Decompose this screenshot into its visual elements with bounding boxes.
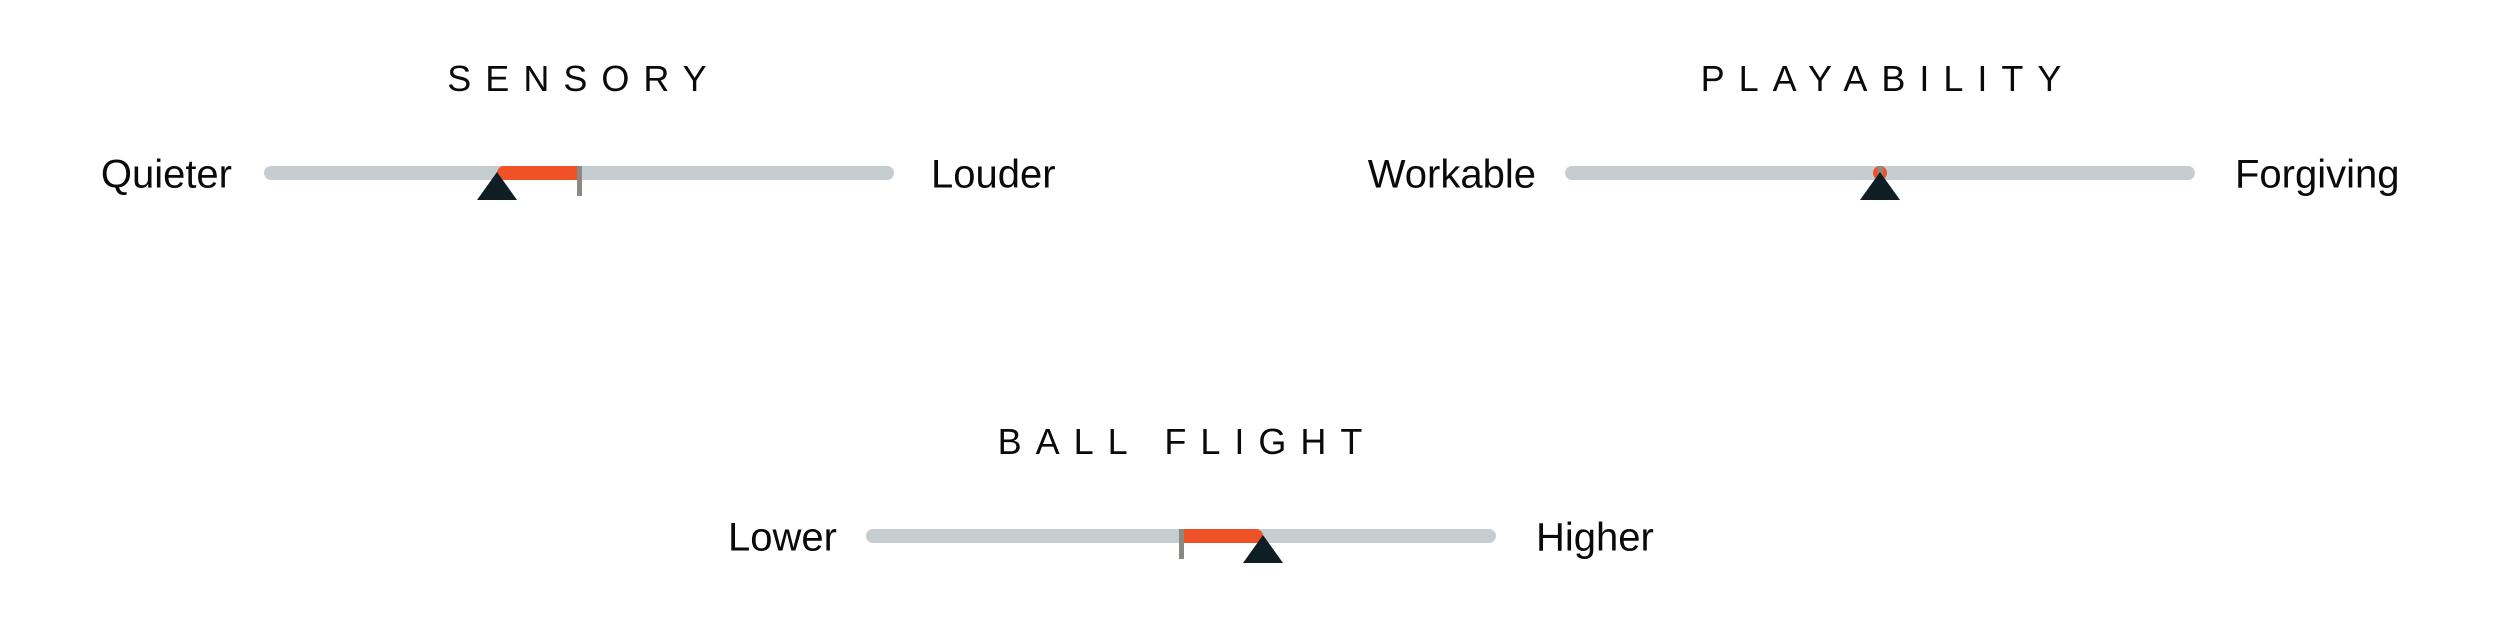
right-label: Forgiving	[2235, 152, 2400, 197]
slider-title: PLAYABILITY	[1700, 58, 2076, 99]
left-label: Workable	[1367, 152, 1536, 197]
marker-triangle-icon	[1860, 172, 1900, 200]
slider-track	[264, 166, 894, 200]
right-label: Higher	[1536, 515, 1654, 560]
marker-triangle-icon	[1242, 535, 1283, 563]
left-label: Quieter	[100, 152, 232, 197]
marker-triangle-icon	[477, 172, 518, 200]
slider-track	[1565, 166, 2195, 200]
difference-fill	[1181, 529, 1263, 543]
slider-title: SENSORY	[447, 58, 721, 99]
difference-fill	[497, 166, 579, 180]
right-label: Louder	[931, 152, 1056, 197]
left-label: Lower	[728, 515, 837, 560]
baseline-tick	[577, 166, 582, 196]
baseline-tick	[1179, 529, 1184, 559]
slider-track	[866, 529, 1496, 563]
slider-title: BALL FLIGHT	[997, 421, 1377, 462]
